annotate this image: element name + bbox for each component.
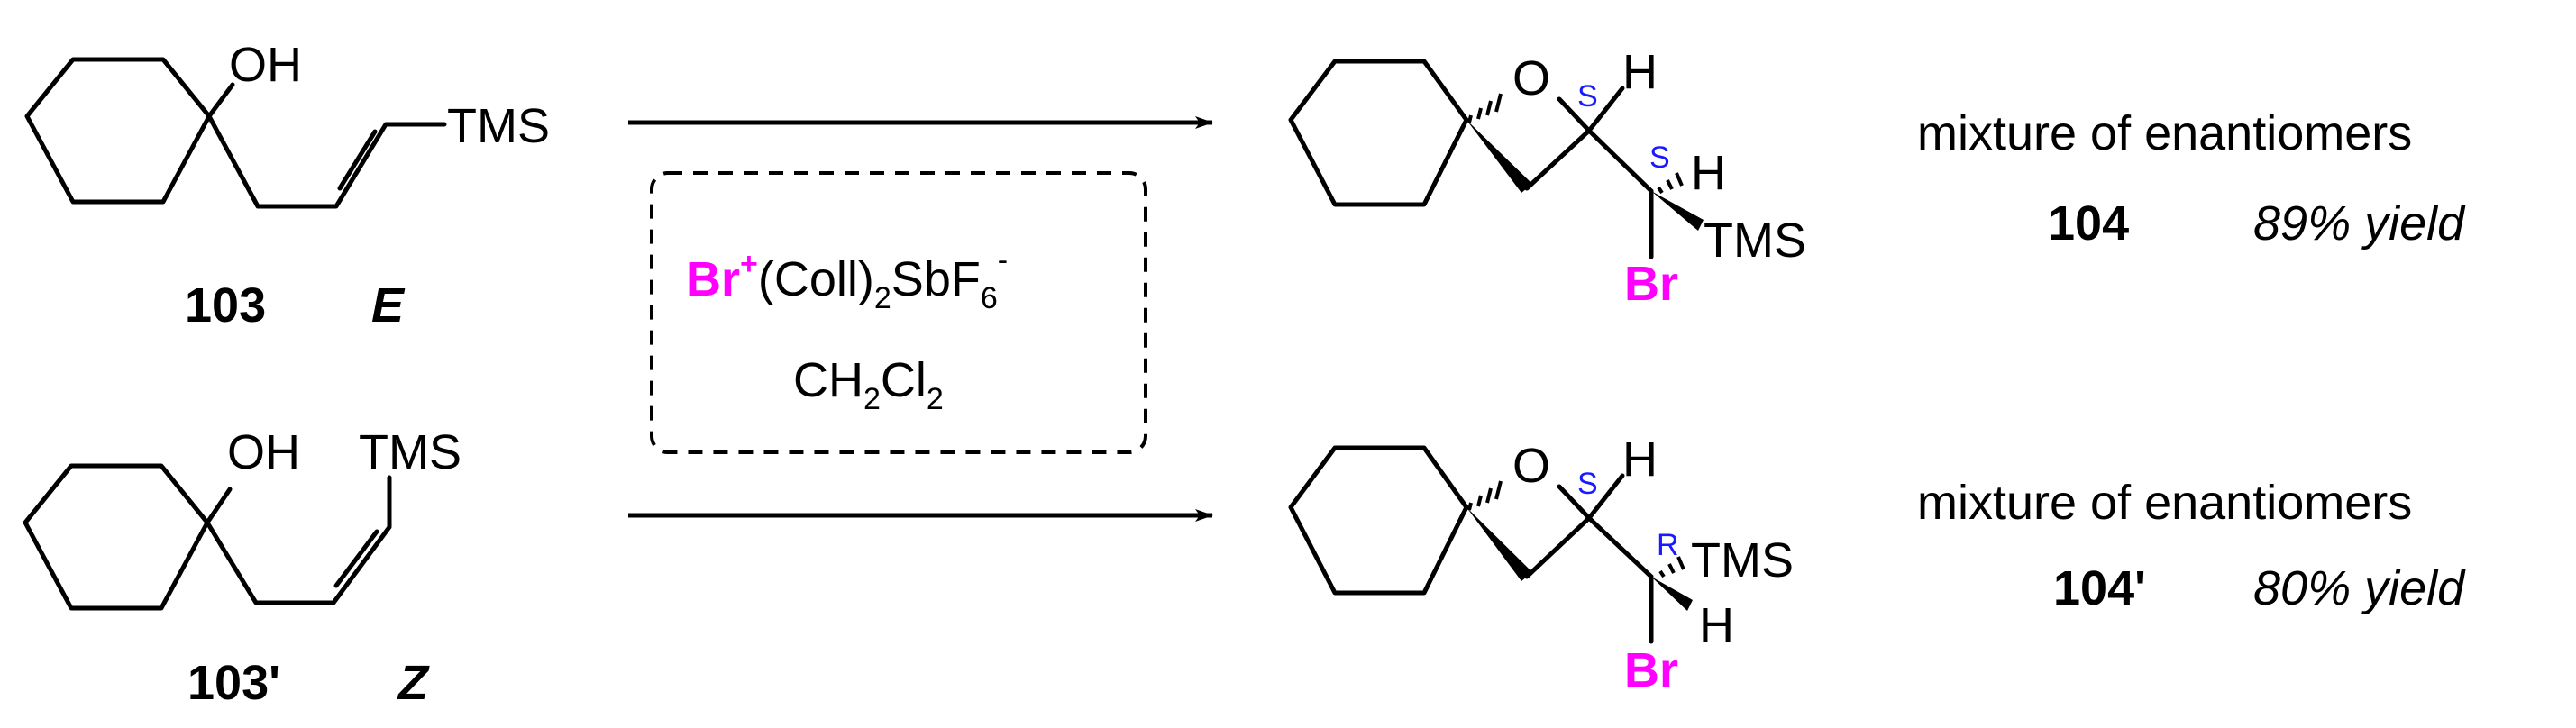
alkene-second-bond (333, 529, 379, 588)
bromine-label: Br (1624, 643, 1678, 697)
product-note-top: mixture of enantiomers (1917, 106, 2412, 160)
stereo-label-c2: S (1649, 141, 1670, 175)
solvent-cl: Cl (881, 353, 927, 407)
solvent-formula: CH2Cl2 (793, 353, 944, 416)
cyclohexane-ring (1288, 445, 1469, 596)
dashed-frame (650, 171, 1147, 454)
product-104-prime: O S H R TMS H Br (1288, 432, 1794, 697)
product-label-104: 104 (2048, 196, 2129, 250)
wedge-bond-h (1651, 577, 1693, 611)
oxetane-bond (1524, 515, 1592, 579)
wedge-bond-tms (1651, 191, 1704, 231)
subscript-6: 6 (981, 281, 998, 315)
c-h-bond (1586, 473, 1625, 521)
wedge-bond (1466, 120, 1532, 193)
cyclohexane-ring (23, 463, 210, 611)
oh-bond (205, 487, 233, 525)
compound-label: 103 (185, 278, 266, 332)
solvent-sub-b: 2 (927, 382, 944, 416)
tms-label: TMS (1704, 214, 1806, 268)
hashed-bond-h (1657, 172, 1684, 195)
reagent-box: Br+(Coll)2SbF6- CH2Cl2 (650, 171, 1147, 454)
hydrogen-label-2: H (1699, 598, 1734, 652)
oxetane-co-bond (1557, 96, 1592, 133)
product-104: O S H S H TMS Br (1288, 45, 1806, 311)
hashed-bond (1467, 93, 1503, 123)
allyl-chain (206, 114, 447, 209)
oxygen-label: O (1512, 439, 1550, 493)
hydrogen-label: H (1622, 432, 1658, 487)
alkene-second-bond (337, 129, 378, 191)
bromine-label: Br (1624, 257, 1678, 311)
tms-label: TMS (447, 99, 550, 153)
geometry-label: E (371, 278, 406, 332)
c-c-bond (1586, 128, 1654, 194)
reactant-103: OH TMS 103 E (24, 38, 550, 332)
hydroxyl-label: OH (227, 425, 300, 479)
reactant-103-prime: OH TMS 103' Z (23, 425, 461, 710)
stereo-label-c2: R (1657, 528, 1679, 562)
hashed-bond-tms (1658, 556, 1685, 578)
solvent-ch: CH (793, 353, 863, 407)
product-note-bottom: mixture of enantiomers (1917, 476, 2412, 530)
collidine-label: (Coll) (758, 252, 874, 306)
solvent-sub-a: 2 (863, 382, 881, 416)
c-c-bond (1586, 515, 1654, 579)
reagent-formula: Br+(Coll)2SbF6- (686, 243, 1008, 315)
compound-label: 103' (187, 656, 280, 710)
product-label-104-prime: 104' (2053, 561, 2146, 615)
wedge-bond (1466, 507, 1532, 581)
allyl-chain (205, 475, 392, 605)
plus-charge: + (740, 247, 758, 281)
stereo-label-c1: S (1577, 79, 1598, 114)
hydrogen-label: H (1622, 45, 1658, 99)
yield-top: 89% yield (2253, 196, 2466, 250)
tms-label: TMS (1691, 533, 1794, 587)
tms-label: TMS (359, 425, 461, 479)
cyclohexane-ring (1288, 59, 1469, 207)
yield-bottom: 80% yield (2253, 561, 2466, 615)
oxetane-co-bond (1557, 484, 1592, 521)
subscript-2: 2 (874, 281, 891, 315)
oxygen-label: O (1512, 51, 1550, 105)
hashed-bond (1467, 480, 1503, 511)
geometry-label: Z (397, 656, 430, 710)
cyclohexane-ring (24, 57, 212, 205)
c-h-bond (1586, 86, 1625, 133)
sbf-label: SbF (891, 252, 981, 306)
oxetane-bond (1524, 128, 1592, 191)
hydrogen-label-2: H (1691, 146, 1726, 200)
minus-charge: - (998, 243, 1008, 278)
oh-bond (206, 82, 235, 119)
bromonium-label: Br (686, 252, 740, 306)
stereo-label-c1: S (1577, 467, 1598, 501)
hydroxyl-label: OH (229, 38, 302, 92)
